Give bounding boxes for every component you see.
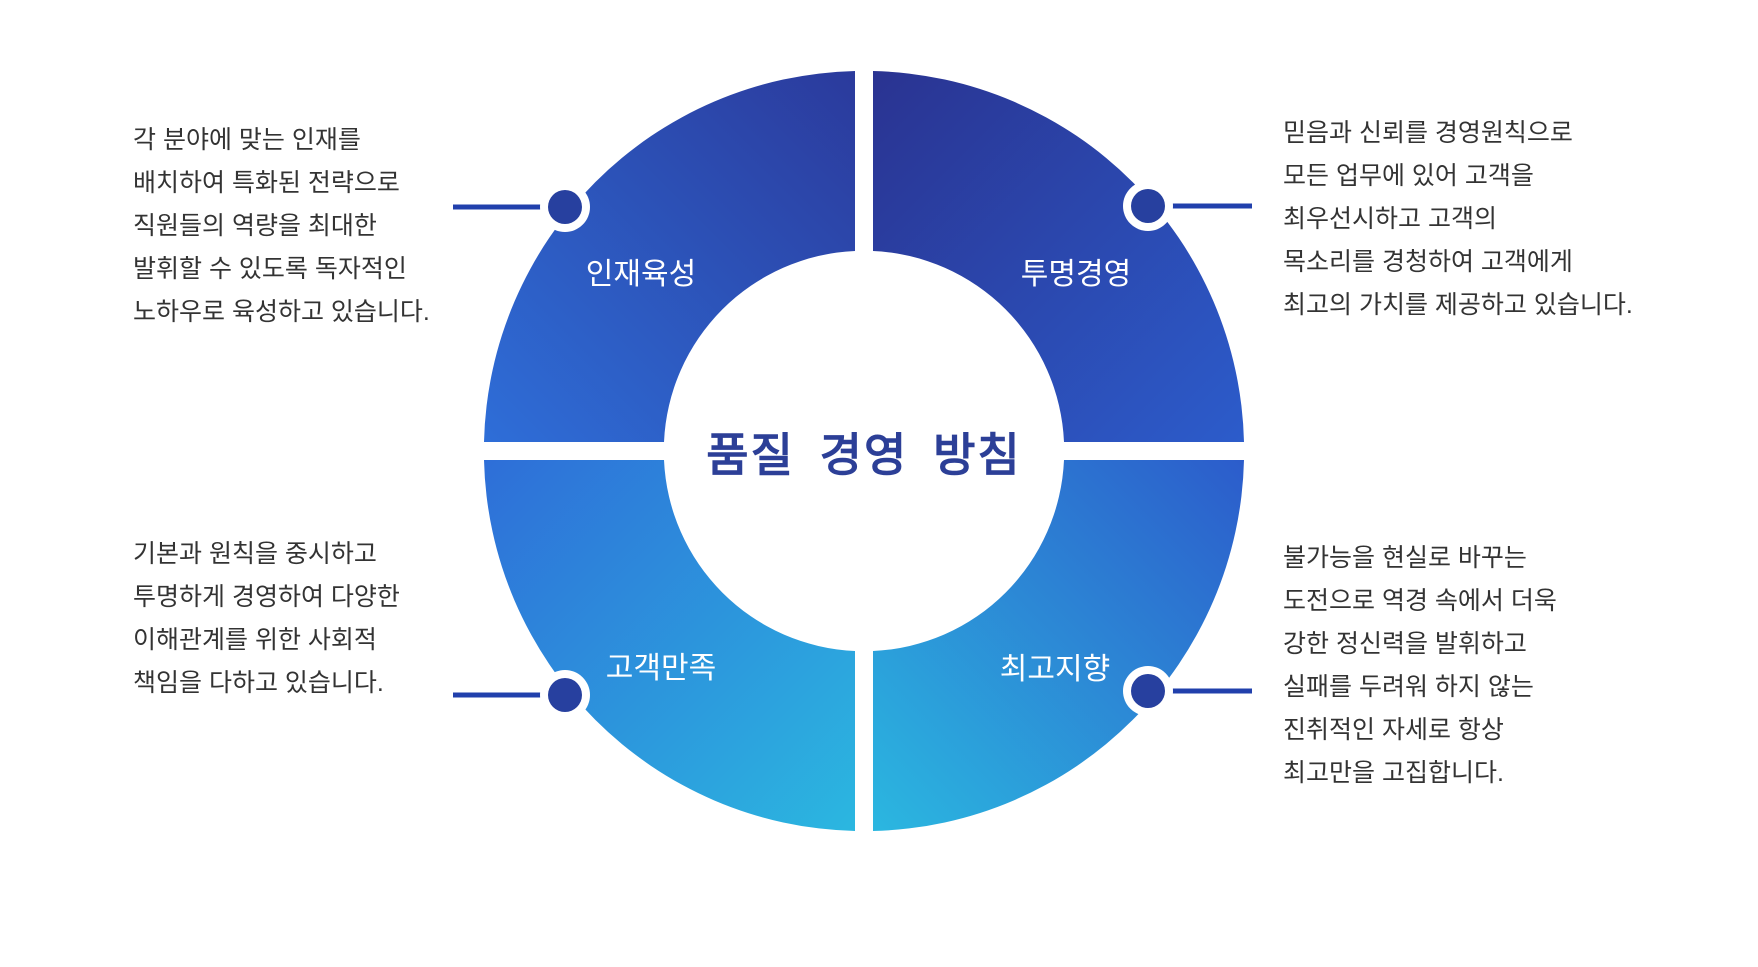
description-bottom-right: 불가능을 현실로 바꾸는 도전으로 역경 속에서 더욱 강한 정신력을 발휘하고…: [1283, 537, 1557, 795]
marker-bottom-left: [540, 670, 590, 720]
quadrant-label-transparent-management: 투명경영: [1020, 258, 1132, 291]
quadrant-shape-top-left: [484, 71, 855, 442]
description-line: 노하우로 육성하고 있습니다.: [133, 298, 430, 326]
description-line: 각 분야에 맞는 인재를: [133, 126, 361, 154]
description-line: 직원들의 역량을 최대한: [133, 212, 377, 240]
quadrant-shape-bottom-left: [484, 460, 855, 831]
description-line: 최우선시하고 고객의: [1283, 205, 1497, 233]
description-line: 모든 업무에 있어 고객을: [1283, 162, 1534, 190]
description-top-left: 각 분야에 맞는 인재를 배치하여 특화된 전략으로 직원들의 역량을 최대한 …: [133, 119, 430, 334]
description-bottom-left: 기본과 원칙을 중시하고 투명하게 경영하여 다양한 이해관계를 위한 사회적 …: [133, 533, 400, 705]
description-line: 발휘할 수 있도록 독자적인: [133, 255, 407, 283]
description-line: 믿음과 신뢰를 경영원칙으로: [1283, 119, 1573, 147]
description-line: 최고만을 고집합니다.: [1283, 759, 1504, 787]
marker-top-left: [540, 182, 590, 232]
quadrant-label-pursuit-of-excellence: 최고지향: [999, 653, 1111, 686]
description-line: 실패를 두려워 하지 않는: [1283, 673, 1534, 701]
description-line: 도전으로 역경 속에서 더욱: [1283, 587, 1557, 615]
description-top-right: 믿음과 신뢰를 경영원칙으로 모든 업무에 있어 고객을 최우선시하고 고객의 …: [1283, 112, 1633, 327]
description-line: 기본과 원칙을 중시하고: [133, 540, 377, 568]
description-line: 진취적인 자세로 항상: [1283, 716, 1504, 744]
description-line: 최고의 가치를 제공하고 있습니다.: [1283, 291, 1633, 319]
description-line: 배치하여 특화된 전략으로: [133, 169, 400, 197]
description-line: 목소리를 경청하여 고객에게: [1283, 248, 1573, 276]
description-line: 불가능을 현실로 바꾸는: [1283, 544, 1527, 572]
diagram-title: 품질 경영 방침: [706, 429, 1022, 481]
quadrant-shape-bottom-right: [873, 460, 1244, 831]
quadrant-shape-top-right: [873, 71, 1244, 442]
marker-bottom-right: [1123, 666, 1173, 716]
quadrant-label-customer-satisfaction: 고객만족: [605, 652, 717, 685]
description-line: 책임을 다하고 있습니다.: [133, 669, 384, 697]
description-line: 투명하게 경영하여 다양한: [133, 583, 400, 611]
marker-top-right: [1123, 181, 1173, 231]
quadrant-label-talent-development: 인재육성: [585, 258, 697, 291]
description-line: 이해관계를 위한 사회적: [133, 626, 377, 654]
description-line: 강한 정신력을 발휘하고: [1283, 630, 1527, 658]
